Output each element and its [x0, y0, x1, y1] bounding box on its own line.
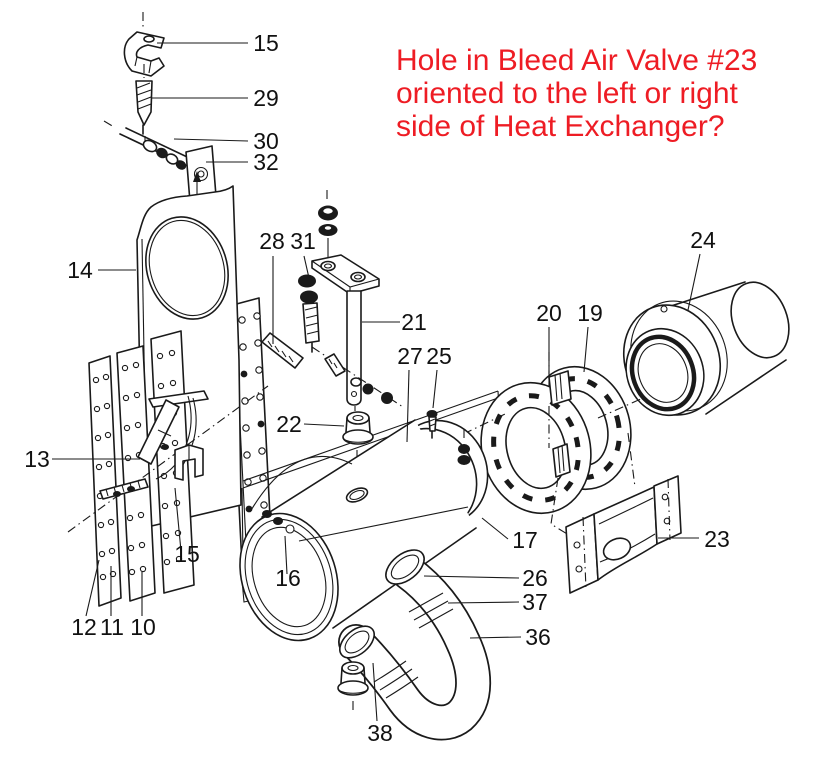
valve-hole	[602, 537, 632, 561]
leader-lines	[52, 42, 701, 722]
part-label-29: 29	[253, 85, 279, 111]
strap-bracket-13	[137, 399, 180, 465]
part-label-25: 25	[426, 343, 452, 369]
top-clamp-assembly	[103, 12, 217, 203]
grommet-38	[337, 661, 369, 714]
annotation-line-2: oriented to the left or right	[396, 77, 738, 110]
hose-clamp-37	[408, 592, 454, 629]
rod-21	[346, 290, 362, 406]
bolt-25	[426, 410, 438, 439]
pipe-stub-26	[385, 549, 425, 585]
part-label-38: 38	[367, 720, 393, 746]
annotation-note: Hole in Bleed Air Valve #23 oriented to …	[396, 44, 757, 143]
part-label-26: 26	[522, 565, 548, 591]
part-label-20: 20	[536, 300, 562, 326]
part-label-13: 13	[24, 446, 50, 472]
part-label-15-mid: 15	[174, 541, 200, 567]
rod-28	[261, 332, 304, 369]
part-label-10: 10	[130, 614, 156, 640]
part-label-16: 16	[275, 565, 301, 591]
part-label-24: 24	[690, 227, 716, 253]
part-label-22: 22	[276, 411, 302, 437]
hanger-rod-assembly	[261, 190, 404, 490]
part-label-21: 21	[401, 309, 427, 335]
hose-assembly	[337, 549, 492, 741]
part-label-30: 30	[253, 128, 279, 154]
heat-exchanger-body	[239, 397, 644, 642]
part-label-11: 11	[100, 614, 124, 640]
annotation-line-3: side of Heat Exchanger?	[396, 110, 725, 143]
duct-24	[622, 281, 790, 417]
bleed-air-valve-bracket-23	[565, 475, 682, 594]
clamp-ring-20	[480, 352, 636, 538]
part-label-36: 36	[525, 624, 551, 650]
annotation-line-1: Hole in Bleed Air Valve #23	[396, 44, 758, 77]
part-label-37: 37	[522, 589, 548, 615]
clamp-15-mid	[174, 444, 204, 481]
part-label-32: 32	[253, 149, 279, 175]
riser-plate-12	[88, 355, 122, 607]
part-label-31: 31	[290, 228, 316, 254]
part-label-23: 23	[704, 526, 730, 552]
part-label-28: 28	[259, 228, 285, 254]
part-label-14: 14	[67, 257, 93, 283]
part-callouts: 15 29 30 32 14 28 31 21 27 25 20 19 24 2…	[24, 30, 730, 746]
part-label-19: 19	[577, 300, 603, 326]
part-label-17: 17	[512, 527, 538, 553]
part-label-27: 27	[397, 343, 423, 369]
part-label-12: 12	[71, 614, 97, 640]
part-label-15-top: 15	[253, 30, 279, 56]
rod-13-assembly	[67, 385, 269, 533]
